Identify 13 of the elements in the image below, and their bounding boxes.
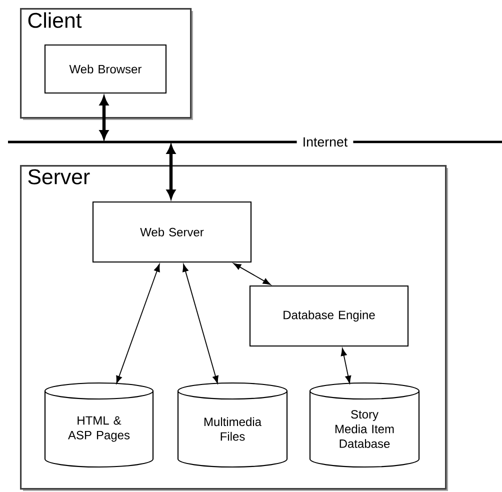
- process-box: Web Browser: [44, 44, 167, 94]
- arrow: [340, 348, 352, 384]
- arrow: [116, 264, 160, 384]
- database-cylinder: Story Media Item Database: [309, 382, 420, 468]
- process-box: Web Server: [92, 201, 252, 263]
- arrow: [166, 145, 176, 198]
- internet-line: Internet: [8, 137, 502, 147]
- database-cylinder: Multimedia Files: [177, 382, 288, 468]
- arrow: [100, 96, 108, 139]
- process-box: Database Engine: [249, 285, 409, 347]
- arrow: [233, 263, 271, 285]
- arrow: [182, 264, 218, 384]
- database-cylinder: HTML & ASP Pages: [44, 382, 154, 468]
